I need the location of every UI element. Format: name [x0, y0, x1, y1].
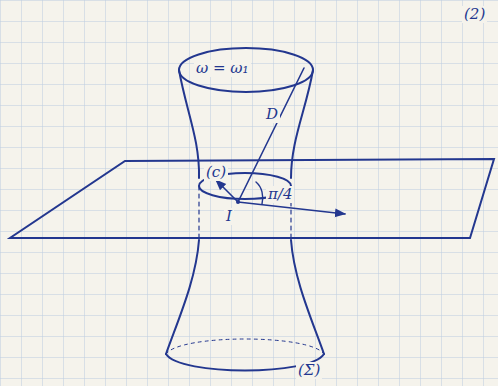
top-ellipse — [179, 48, 313, 92]
surface-edge — [179, 70, 199, 178]
figure-number: (2) — [462, 6, 487, 23]
surface-edge — [166, 240, 199, 354]
bottom-ellipse-hidden — [166, 339, 324, 354]
line-label: D — [264, 106, 280, 123]
surface-label: (Σ) — [296, 362, 322, 379]
circle-label: (c) — [204, 164, 228, 181]
angle-arc — [256, 182, 263, 204]
vector — [238, 202, 345, 214]
line-d — [238, 68, 304, 202]
point-label: I — [224, 208, 234, 225]
surface-edge — [291, 240, 324, 354]
angle-label: π/4 — [266, 186, 294, 203]
circle-label: ω = ω₁ — [194, 60, 251, 77]
point-i — [236, 200, 240, 204]
hidden-edge — [198, 186, 199, 238]
vector — [216, 180, 238, 202]
plane — [10, 159, 494, 238]
